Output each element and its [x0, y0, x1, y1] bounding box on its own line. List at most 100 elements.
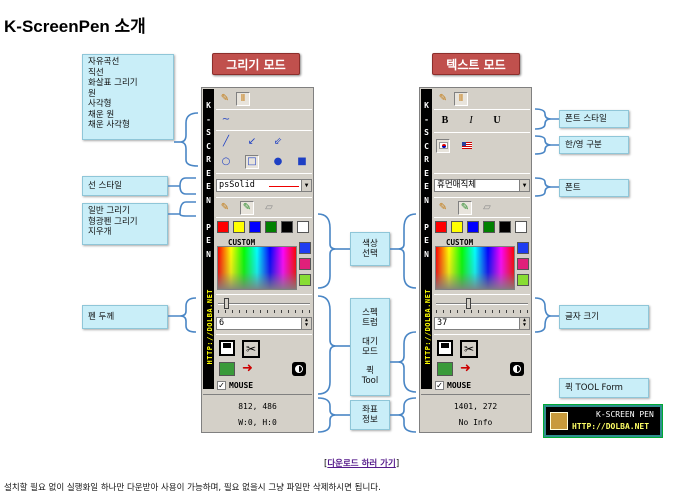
- rectangle-icon[interactable]: □: [245, 155, 259, 169]
- line-style-select[interactable]: psSolid ▼: [216, 179, 312, 192]
- info-readout: No Info: [458, 418, 493, 427]
- font-size-slider-track[interactable]: [436, 303, 528, 305]
- callout-line: 트럼: [362, 318, 378, 328]
- palette-swatch[interactable]: [515, 221, 527, 233]
- eraser-icon[interactable]: ▱: [262, 201, 276, 215]
- image-icon[interactable]: [219, 362, 235, 376]
- text-tool-icon[interactable]: Ⅱ: [454, 92, 468, 106]
- custom-color-swatch[interactable]: [517, 274, 529, 286]
- pen-size-value: 6: [219, 318, 225, 328]
- download-bracket-close: ]: [395, 459, 400, 469]
- scissors-icon[interactable]: ✂: [242, 340, 260, 358]
- filled-rectangle-icon[interactable]: ■: [295, 155, 309, 169]
- standby-toggle-icon[interactable]: [292, 362, 306, 376]
- callout-line: 사각형: [88, 99, 112, 109]
- palette-swatch[interactable]: [451, 221, 463, 233]
- palette-swatch[interactable]: [233, 221, 245, 233]
- color-spectrum[interactable]: [217, 246, 297, 290]
- line-icon[interactable]: ╱: [219, 135, 233, 149]
- us-flag-icon[interactable]: [460, 139, 474, 153]
- callout-line: 좌표: [362, 404, 378, 415]
- korean-flag-icon[interactable]: [436, 139, 450, 153]
- palette-swatch[interactable]: [265, 221, 277, 233]
- callout-line: 대기: [362, 336, 378, 347]
- underline-button[interactable]: U: [490, 114, 504, 128]
- freehand-icon[interactable]: ∼: [219, 113, 233, 127]
- spinner-icon[interactable]: ▲▼: [519, 318, 529, 329]
- exit-icon[interactable]: ➜: [460, 361, 471, 376]
- draw-status: 812, 486 W:0, H:0: [203, 394, 312, 432]
- line-style-value: psSolid: [219, 180, 255, 190]
- pen-size-field[interactable]: 6 ▲▼: [216, 317, 312, 330]
- font-size-slider-thumb[interactable]: [466, 298, 471, 309]
- callout-line: 직선: [88, 67, 104, 78]
- download-link[interactable]: 다운로드 하러 가기: [327, 459, 396, 469]
- color-spectrum[interactable]: [435, 246, 515, 290]
- text-mode-tag: 텍스트 모드: [432, 53, 520, 75]
- text-tool-icon[interactable]: Ⅱ: [236, 92, 250, 106]
- custom-label: CUSTOM: [228, 238, 256, 247]
- chevron-down-icon[interactable]: ▼: [519, 180, 529, 191]
- pen-tool-icon[interactable]: ✎: [436, 92, 450, 106]
- eraser-icon[interactable]: ▱: [480, 201, 494, 215]
- slider-ticks: [218, 310, 310, 313]
- callout-line: 선택: [362, 249, 378, 259]
- palette-swatch[interactable]: [499, 221, 511, 233]
- mouse-checkbox[interactable]: ✓: [435, 381, 444, 390]
- custom-color-swatch[interactable]: [299, 258, 311, 270]
- palette-swatch[interactable]: [297, 221, 309, 233]
- pen-width-callout: 펜 두께: [82, 305, 168, 329]
- highlighter-icon[interactable]: ✎: [458, 201, 472, 215]
- italic-button[interactable]: I: [464, 114, 478, 128]
- font-select[interactable]: 휴먼매직체 ▼: [434, 179, 530, 192]
- standby-toggle-icon[interactable]: [510, 362, 524, 376]
- pen-width-slider-thumb[interactable]: [224, 298, 229, 309]
- coords-readout: 1401, 272: [453, 402, 498, 411]
- chevron-down-icon[interactable]: ▼: [301, 180, 311, 191]
- font-size-field[interactable]: 37 ▲▼: [434, 317, 530, 330]
- save-icon[interactable]: [437, 340, 453, 356]
- quick-tool-form-callout: 퀵 TOOL Form: [559, 378, 649, 398]
- callout-line: 정보: [362, 415, 378, 425]
- normal-pen-icon[interactable]: ✎: [218, 201, 232, 215]
- download-bracket-open: [: [324, 459, 328, 469]
- palette-swatch[interactable]: [217, 221, 229, 233]
- callout-line: 색상: [362, 238, 378, 249]
- normal-pen-icon[interactable]: ✎: [436, 201, 450, 215]
- download-row: [다운로드 하러 가기]: [324, 457, 399, 469]
- arrow-icon[interactable]: ↙: [245, 135, 259, 149]
- palette-swatch[interactable]: [249, 221, 261, 233]
- double-arrow-icon[interactable]: ⇙: [271, 135, 285, 149]
- logo-line1: K-SCREEN PEN: [596, 410, 654, 419]
- palette-swatch[interactable]: [281, 221, 293, 233]
- circle-icon[interactable]: ○: [219, 155, 233, 169]
- mouse-checkbox[interactable]: ✓: [217, 381, 226, 390]
- font-size-callout: 글자 크기: [559, 305, 649, 329]
- spinner-icon[interactable]: ▲▼: [301, 318, 311, 329]
- bold-button[interactable]: B: [438, 114, 452, 128]
- pen-width-slider-track[interactable]: [218, 303, 310, 305]
- exit-icon[interactable]: ➜: [242, 361, 253, 376]
- palette-swatch[interactable]: [483, 221, 495, 233]
- k-screenpen-logo[interactable]: K-SCREEN PEN HTTP://DOLBA.NET: [544, 405, 662, 437]
- size-readout: W:0, H:0: [238, 418, 277, 427]
- custom-color-swatch[interactable]: [517, 258, 529, 270]
- scissors-icon[interactable]: ✂: [460, 340, 478, 358]
- custom-color-swatch[interactable]: [299, 274, 311, 286]
- save-icon[interactable]: [219, 340, 235, 356]
- image-icon[interactable]: [437, 362, 453, 376]
- callout-line: 모드: [362, 347, 378, 357]
- custom-color-swatch[interactable]: [299, 242, 311, 254]
- pen-tool-icon[interactable]: ✎: [218, 92, 232, 106]
- slider-ticks: [436, 310, 528, 313]
- palette-swatch[interactable]: [435, 221, 447, 233]
- custom-color-swatch[interactable]: [517, 242, 529, 254]
- filled-circle-icon[interactable]: ●: [271, 155, 285, 169]
- highlighter-icon[interactable]: ✎: [240, 201, 254, 215]
- palette-swatch[interactable]: [467, 221, 479, 233]
